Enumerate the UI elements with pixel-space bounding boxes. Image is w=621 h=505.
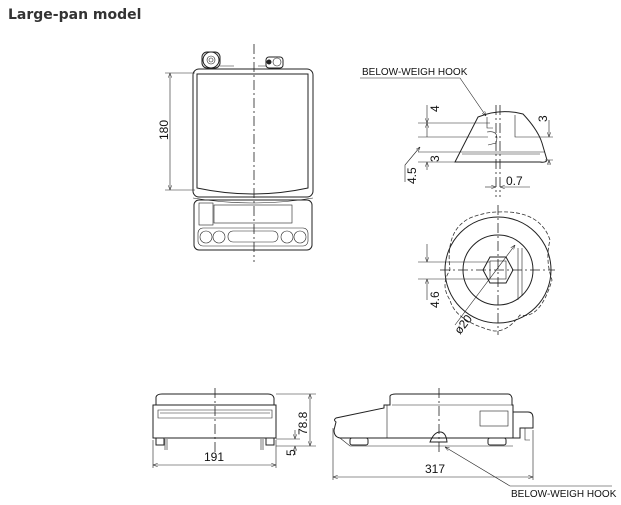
dim-5: 5 [284,449,298,456]
dim-191: 191 [204,450,224,464]
dim-317: 317 [425,462,445,476]
dim-3-right: 3 [536,115,550,122]
hook-side-view: BELOW-WEIGH HOOK 4 3 4.5 3 0.7 [360,67,553,197]
dim-4-6: 4.6 [428,291,442,308]
dim-3-left: 3 [428,155,442,162]
side-view: 317 BELOW-WEIGH HOOK [332,388,617,500]
hook-bottom-view: 4.6 ø20 [418,205,555,337]
top-view: 180 [157,44,314,262]
dim-0-7: 0.7 [506,174,523,188]
hook-label-bottom: BELOW-WEIGH HOOK [511,489,617,500]
dim-180: 180 [157,120,171,140]
dim-4: 4 [428,105,442,112]
dim-4-5: 4.5 [405,167,419,184]
front-view: 191 78.8 5 [152,388,316,468]
hook-label-top: BELOW-WEIGH HOOK [362,67,468,78]
page-title: Large-pan model [8,7,142,23]
dim-78-8: 78.8 [296,411,310,435]
